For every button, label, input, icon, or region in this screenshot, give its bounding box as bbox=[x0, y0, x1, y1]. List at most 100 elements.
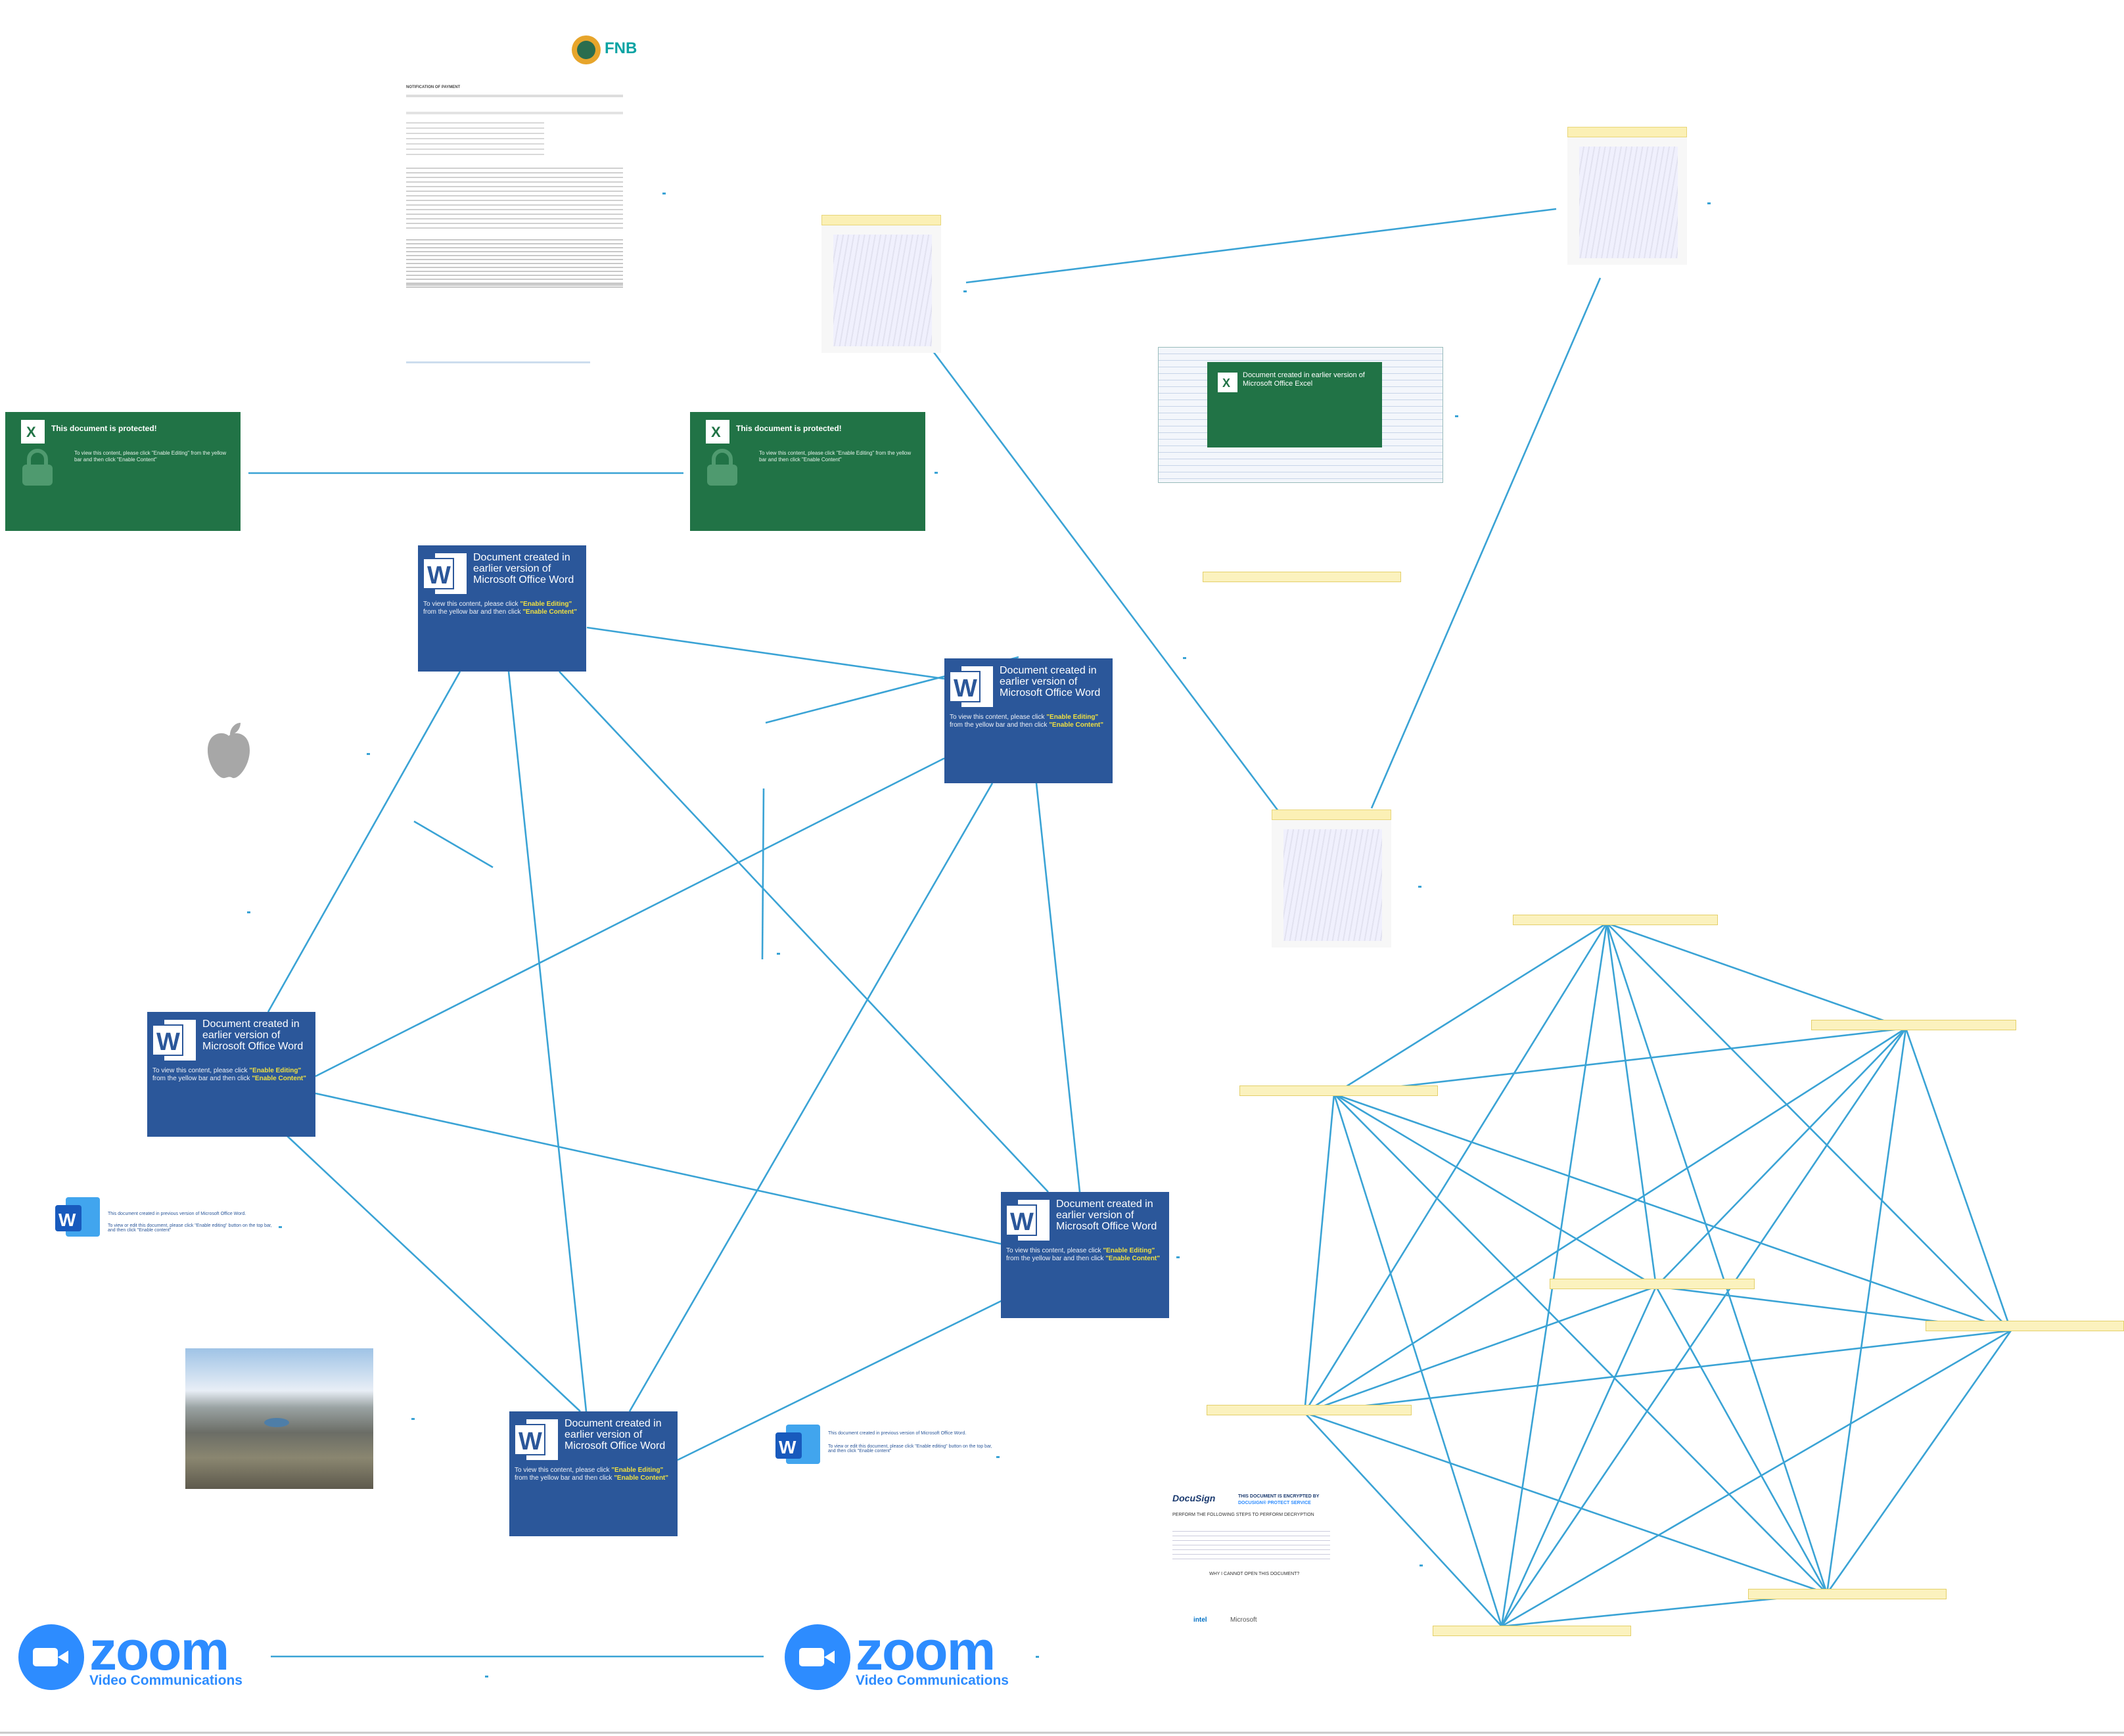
excel-protected-title: This document is protected! bbox=[51, 424, 157, 433]
word-icon: W bbox=[775, 1425, 820, 1464]
fnb-logo-icon bbox=[572, 35, 601, 64]
word-icon: W bbox=[515, 1419, 558, 1460]
edge-8 bbox=[586, 626, 945, 680]
yellow-bar-doc-node[interactable] bbox=[1513, 915, 1718, 925]
cluster-edge bbox=[1826, 1330, 2012, 1594]
word-earlier-node-1[interactable]: W Document created in earlier version of… bbox=[418, 545, 586, 672]
lock-icon bbox=[22, 449, 53, 486]
zoom-node-left[interactable]: zoom Video Communications bbox=[18, 1620, 248, 1690]
svg-text:W: W bbox=[427, 562, 451, 589]
word-title: Document created in earlier version of M… bbox=[473, 552, 574, 585]
scanned-doc-node-2[interactable] bbox=[1567, 127, 1687, 265]
svg-text:X: X bbox=[1222, 377, 1230, 390]
docusign-logo: DocuSign bbox=[1172, 1493, 1216, 1503]
edge-5 bbox=[1370, 277, 1602, 809]
microsoft-logo: Microsoft bbox=[1230, 1616, 1257, 1624]
edge-tick bbox=[1418, 886, 1421, 888]
edge-tick bbox=[1036, 1656, 1039, 1658]
word-title: Document created in earlier version of M… bbox=[202, 1018, 304, 1052]
edge-tick bbox=[485, 1676, 488, 1678]
word-body: To view this content, please click "Enab… bbox=[950, 714, 1104, 729]
svg-text:X: X bbox=[26, 424, 36, 440]
yellow-bar-doc-node[interactable] bbox=[1239, 1085, 1438, 1096]
excel-protected-node-right[interactable]: X This document is protected! To view th… bbox=[690, 412, 925, 531]
word-small-title: This document created in previous versio… bbox=[108, 1212, 246, 1216]
edge-tick bbox=[1420, 1565, 1423, 1566]
excel-earlier-title: Document created in earlier version of M… bbox=[1243, 371, 1365, 388]
svg-text:W: W bbox=[1010, 1208, 1034, 1236]
cluster-edge bbox=[1826, 1028, 1907, 1594]
yellow-bar-doc-node[interactable] bbox=[1433, 1626, 1631, 1636]
zoom-camera-icon bbox=[18, 1624, 84, 1690]
edge-15 bbox=[315, 1092, 1002, 1245]
cluster-edge bbox=[1500, 1286, 1657, 1627]
yellow-bar-doc-node[interactable] bbox=[1207, 1405, 1412, 1415]
edge-13 bbox=[628, 783, 994, 1412]
edge-tick bbox=[1183, 657, 1186, 659]
word-earlier-node-5[interactable]: W Document created in earlier version of… bbox=[509, 1411, 678, 1536]
edge-14 bbox=[1035, 783, 1081, 1193]
edge-tick bbox=[411, 1418, 415, 1420]
scanned-doc-node-1[interactable] bbox=[821, 215, 941, 353]
word-icon: W bbox=[950, 666, 993, 707]
scanned-doc-node-3[interactable] bbox=[1272, 810, 1391, 948]
apple-logo-icon[interactable] bbox=[204, 721, 254, 779]
edge-tick bbox=[367, 753, 370, 755]
word-small-title: This document created in previous versio… bbox=[828, 1431, 967, 1436]
word-small-node-1[interactable]: W This document created in previous vers… bbox=[55, 1196, 285, 1237]
edge-tick bbox=[996, 1456, 1000, 1458]
yellow-bar-doc-node[interactable] bbox=[1203, 572, 1401, 582]
yellow-bar-doc-node[interactable] bbox=[1550, 1279, 1755, 1289]
edge-1 bbox=[761, 788, 765, 960]
cluster-edge bbox=[1304, 1329, 2012, 1414]
cluster-edge bbox=[1333, 1093, 1657, 1288]
cluster-edge bbox=[1500, 923, 1608, 1627]
edge-4 bbox=[965, 208, 1557, 284]
edge-16 bbox=[285, 1134, 581, 1412]
excel-earlier-overlay: X Document created in earlier version of… bbox=[1207, 362, 1382, 447]
edge-17 bbox=[677, 1288, 1026, 1461]
svg-text:W: W bbox=[519, 1428, 542, 1455]
landscape-photo-node[interactable] bbox=[185, 1348, 373, 1489]
fnb-document-node[interactable]: FNB NOTIFICATION OF PAYMENT bbox=[394, 35, 637, 368]
docusign-node[interactable]: DocuSign THIS DOCUMENT IS ENCRYPTED BY D… bbox=[1170, 1490, 1341, 1628]
yellow-bar-doc-node[interactable] bbox=[1926, 1321, 2124, 1331]
zoom-node-right[interactable]: zoom Video Communications bbox=[785, 1620, 1015, 1690]
cluster-edge bbox=[1333, 922, 1607, 1095]
zoom-logo-text: zoom bbox=[856, 1620, 996, 1681]
word-body: To view this content, please click "Enab… bbox=[423, 601, 578, 616]
word-earlier-node-3[interactable]: W Document created in earlier version of… bbox=[147, 1012, 315, 1137]
word-title: Document created in earlier version of M… bbox=[565, 1418, 666, 1451]
word-earlier-node-4[interactable]: W Document created in earlier version of… bbox=[1001, 1192, 1169, 1318]
word-icon: W bbox=[1006, 1200, 1050, 1241]
cluster-edge bbox=[1333, 1093, 1828, 1594]
yellow-bar-doc-node[interactable] bbox=[1811, 1020, 2016, 1030]
cluster-edge bbox=[1655, 1028, 1906, 1287]
word-body: To view this content, please click "Enab… bbox=[152, 1067, 307, 1082]
cluster-edge bbox=[1605, 923, 1657, 1287]
edge-3 bbox=[413, 820, 494, 869]
excel-protected-body: To view this content, please click "Enab… bbox=[74, 450, 227, 463]
edge-tick bbox=[1707, 202, 1711, 204]
cluster-edge bbox=[1605, 923, 1828, 1594]
word-small-body: To view or edit this document, please cl… bbox=[108, 1223, 272, 1233]
cluster-edge bbox=[1606, 923, 2012, 1331]
edge-tick bbox=[963, 290, 967, 292]
svg-text:W: W bbox=[156, 1028, 180, 1056]
word-earlier-node-2[interactable]: W Document created in earlier version of… bbox=[944, 658, 1113, 783]
excel-spreadsheet-node[interactable]: X Document created in earlier version of… bbox=[1158, 347, 1443, 483]
edge-tick bbox=[247, 911, 250, 913]
word-small-node-2[interactable]: W This document created in previous vers… bbox=[775, 1423, 1005, 1464]
excel-icon: X bbox=[706, 420, 729, 444]
word-icon: W bbox=[423, 553, 467, 594]
cluster-edge bbox=[1905, 1028, 2012, 1331]
yellow-bar-doc-node[interactable] bbox=[1748, 1589, 1947, 1599]
edge-tick bbox=[1176, 1256, 1180, 1258]
docusign-why: WHY I CANNOT OPEN THIS DOCUMENT? bbox=[1209, 1572, 1300, 1576]
excel-protected-node-left[interactable]: X This document is protected! To view th… bbox=[5, 412, 241, 531]
docusign-steps-header: PERFORM THE FOLLOWING STEPS TO PERFORM D… bbox=[1172, 1513, 1314, 1517]
cluster-edge bbox=[1304, 1027, 1906, 1414]
cluster-edge bbox=[1500, 1028, 1907, 1627]
edge-tick bbox=[279, 1226, 282, 1228]
